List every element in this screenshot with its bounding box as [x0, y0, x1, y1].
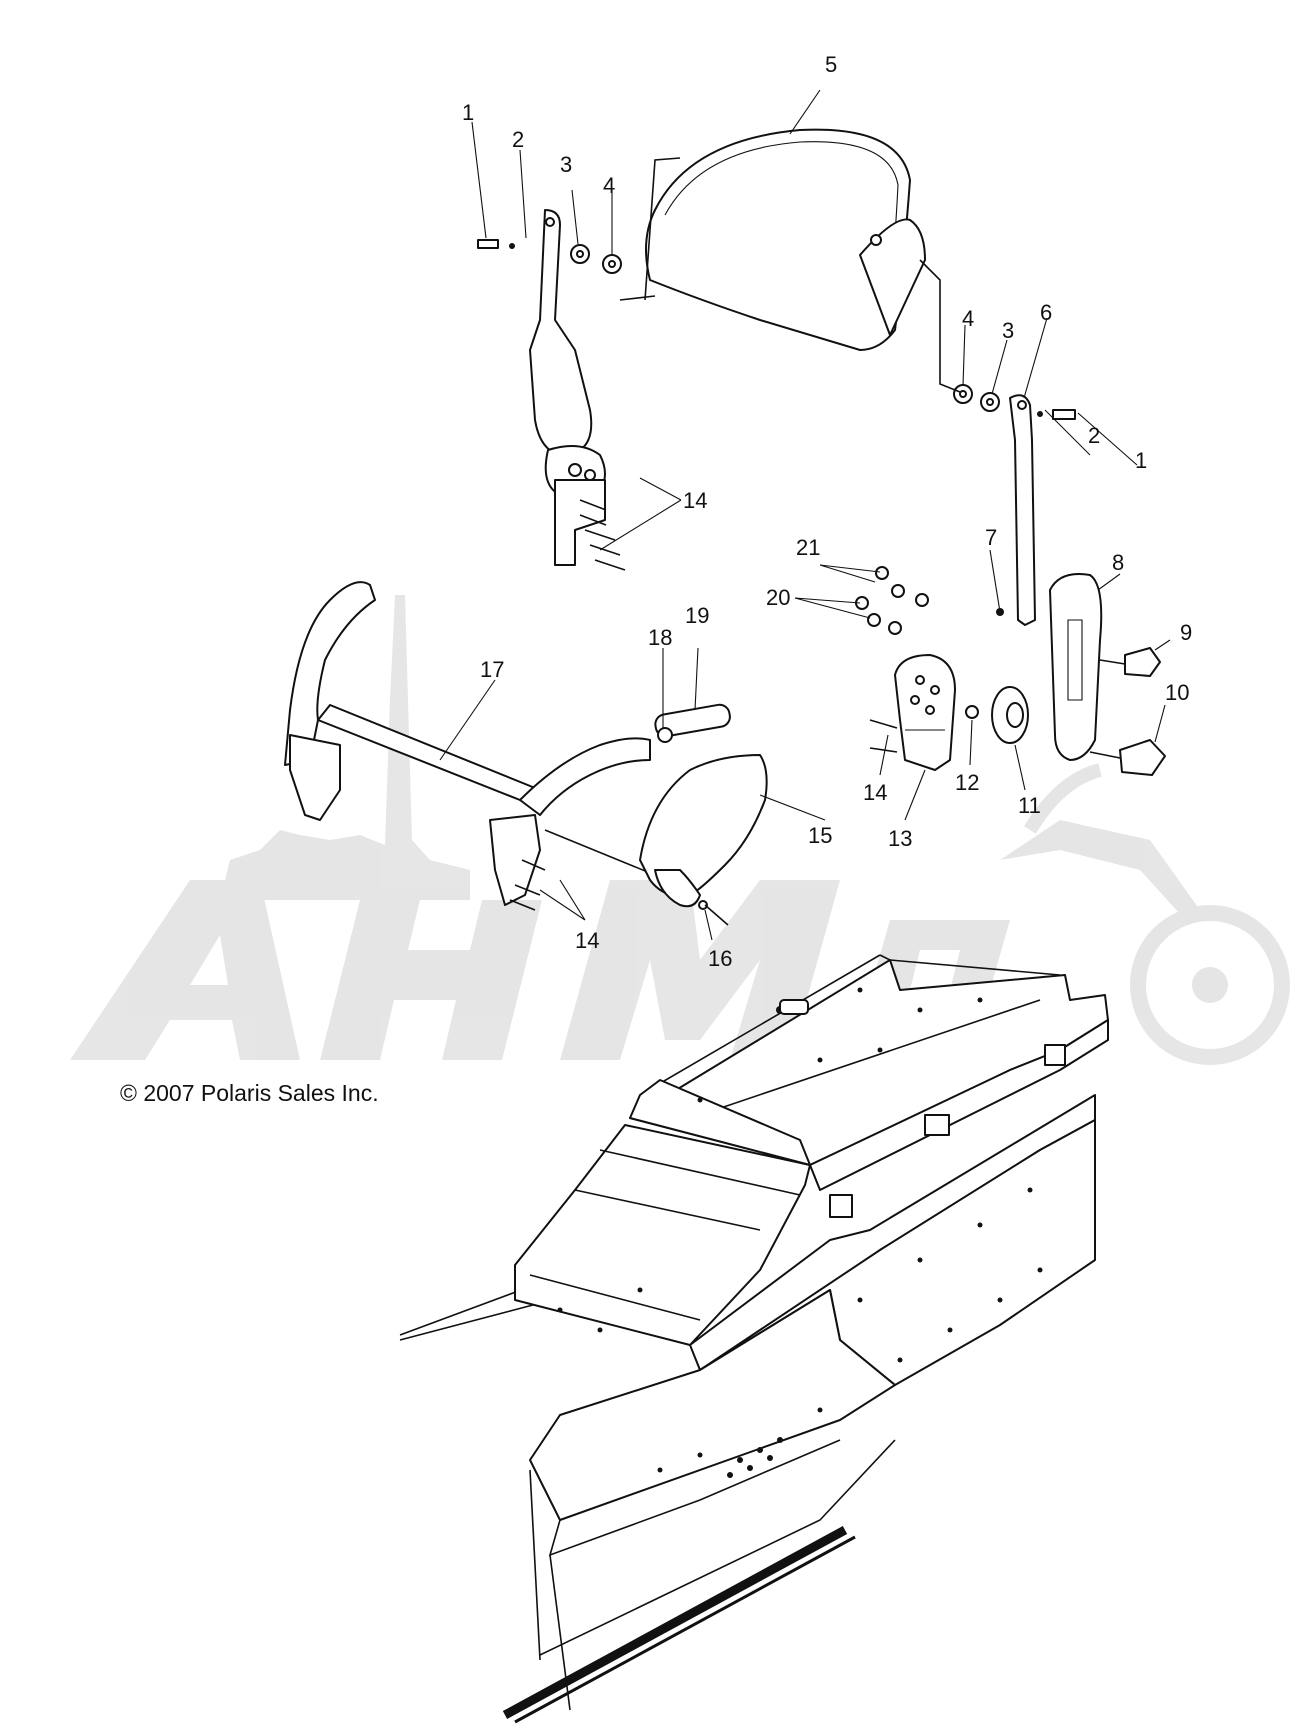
callout-15: 15 — [808, 823, 832, 848]
callout-12: 12 — [955, 770, 979, 795]
callout-14a: 14 — [683, 488, 707, 513]
copyright-notice: © 2007 Polaris Sales Inc. — [120, 1080, 379, 1106]
callout-1b: 1 — [1135, 448, 1147, 473]
callout-21: 21 — [796, 535, 820, 560]
grab-bar — [284, 581, 731, 911]
callout-4a: 4 — [603, 173, 615, 198]
callout-5: 5 — [825, 52, 837, 77]
right-backrest-mount — [919, 259, 1166, 776]
hand-guard — [639, 754, 768, 926]
callout-4b: 4 — [962, 306, 974, 331]
mounting-plate — [855, 566, 956, 771]
callout-20: 20 — [766, 585, 790, 610]
callout-18: 18 — [648, 625, 672, 650]
callout-10: 10 — [1165, 680, 1189, 705]
watermark-graphic — [70, 595, 1290, 1065]
callout-3a: 3 — [560, 152, 572, 177]
callout-11: 11 — [1018, 793, 1041, 818]
callout-13: 13 — [888, 826, 912, 851]
callout-2a: 2 — [512, 127, 524, 152]
callout-3b: 3 — [1002, 318, 1014, 343]
backrest-pad — [645, 128, 926, 351]
callout-2b: 2 — [1088, 423, 1100, 448]
callout-7: 7 — [985, 525, 997, 550]
callout-6: 6 — [1040, 300, 1052, 325]
callout-14b: 14 — [863, 780, 887, 805]
callout-19: 19 — [685, 603, 709, 628]
tunnel-assembly — [399, 954, 1109, 1724]
callout-17: 17 — [480, 657, 504, 682]
callout-1a: 1 — [462, 100, 474, 125]
callout-9: 9 — [1180, 620, 1192, 645]
leader-lines — [439, 89, 1171, 941]
callout-labels: 1 2 3 4 5 4 3 6 2 1 14 7 8 21 20 9 19 18… — [462, 52, 1192, 971]
left-backrest-mount — [477, 157, 681, 571]
callout-8: 8 — [1112, 550, 1124, 575]
callout-14c: 14 — [575, 928, 599, 953]
callout-16: 16 — [708, 946, 732, 971]
